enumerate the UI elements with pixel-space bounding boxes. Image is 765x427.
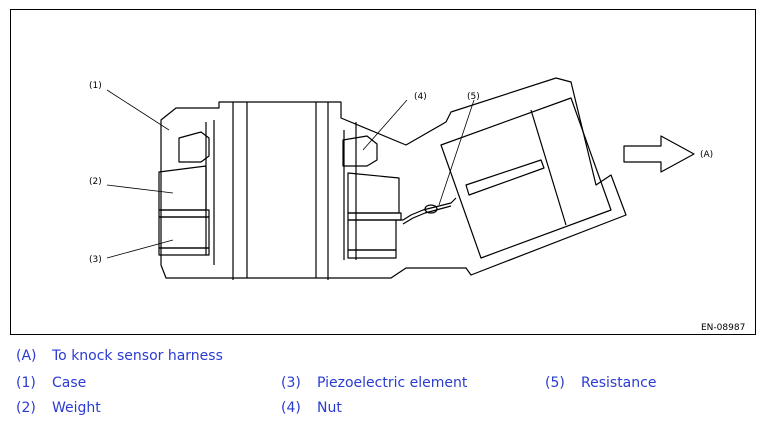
callout-3: (3): [89, 255, 102, 265]
callout-4: (4): [414, 92, 427, 102]
callout-2: (2): [89, 177, 102, 187]
left-piezo: [158, 216, 210, 249]
right-nut: [342, 135, 378, 167]
harness-direction-arrow: [623, 135, 695, 173]
legend-key-5: (5): [545, 375, 565, 391]
left-weight: [158, 165, 207, 211]
legend-text-3: Piezoelectric element: [317, 375, 468, 391]
legend-item-3: (3) Piezoelectric element: [281, 375, 467, 391]
diagram-frame: (1) (2) (3) (4) (5) (A) EN-08987: [10, 9, 756, 335]
connector-partition: [530, 109, 567, 226]
left-nut: [178, 131, 210, 163]
left-plate-bottom: [158, 247, 210, 256]
legend-text-4: Nut: [317, 400, 342, 416]
legend-key-1: (1): [16, 375, 36, 391]
legend-item-a: (A) To knock sensor harness: [16, 348, 223, 364]
lead-wire: [396, 197, 457, 225]
bore-inner-lines: [246, 102, 317, 278]
legend-key-a: (A): [16, 348, 37, 364]
right-plate-bottom: [347, 249, 397, 259]
legend-key-3: (3): [281, 375, 301, 391]
left-plate-top: [158, 209, 210, 218]
figure-code: EN-08987: [701, 323, 745, 333]
legend-key-2: (2): [16, 400, 36, 416]
legend-item-1: (1) Case: [16, 375, 86, 391]
callout-5: (5): [467, 92, 480, 102]
callout-1: (1): [89, 81, 102, 91]
leader-3: [106, 239, 174, 259]
central-bore: [232, 102, 329, 280]
connector-housing: [440, 97, 612, 259]
leader-5: [438, 99, 475, 206]
legend-text-5: Resistance: [581, 375, 657, 391]
legend-item-5: (5) Resistance: [545, 375, 656, 391]
leader-1: [106, 89, 170, 131]
connector-inner-rib: [465, 159, 545, 196]
legend-text-a: To knock sensor harness: [52, 348, 223, 364]
right-piezo: [347, 219, 397, 251]
legend-text-1: Case: [52, 375, 87, 391]
knock-sensor-diagram: (1) (2) (3) (4) (5) (A) EN-08987: [89, 77, 745, 333]
legend-key-4: (4): [281, 400, 301, 416]
legend-item-2: (2) Weight: [16, 400, 101, 416]
leader-4: [362, 99, 408, 151]
sensor-case-outline: [160, 77, 627, 279]
callout-A: (A): [700, 150, 713, 160]
right-cavity: [343, 122, 357, 260]
legend-text-2: Weight: [52, 400, 101, 416]
leader-2: [106, 184, 174, 194]
left-cavity: [205, 120, 215, 265]
legend-item-4: (4) Nut: [281, 400, 342, 416]
resistance-element: [424, 204, 438, 214]
